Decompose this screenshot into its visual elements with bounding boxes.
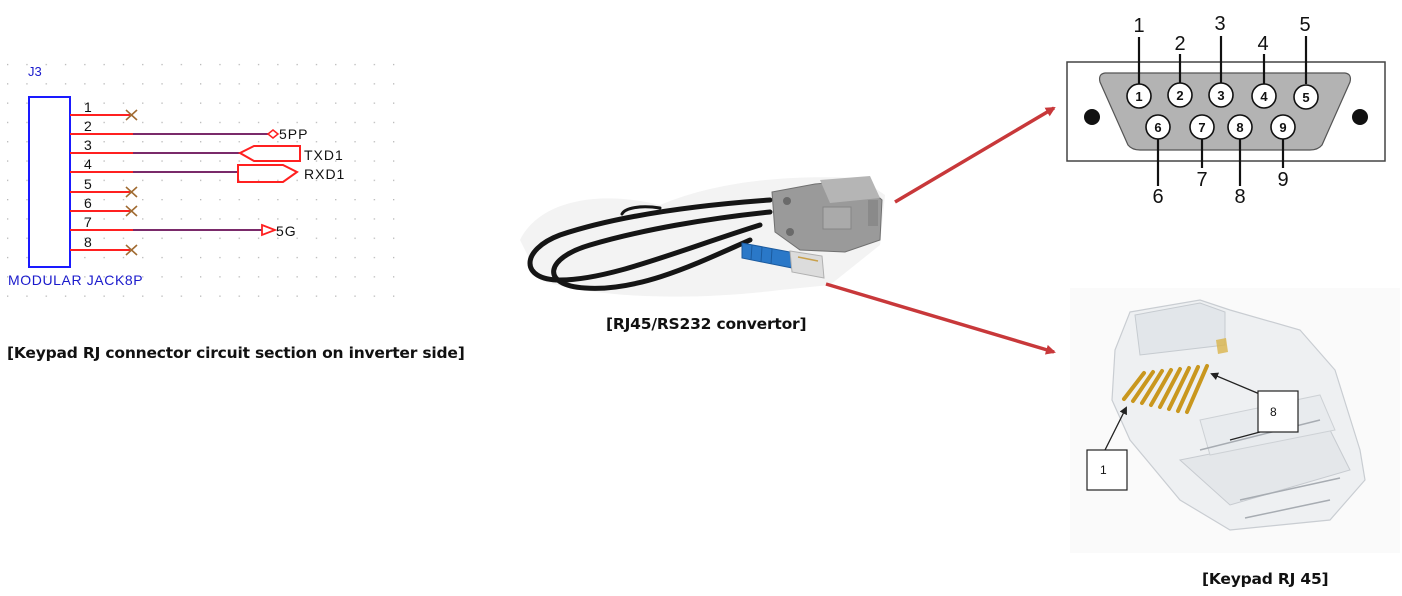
db9-label-4: 4 — [1257, 33, 1268, 55]
cable-illustration — [520, 176, 885, 297]
power-symbol — [266, 129, 280, 139]
svg-text:2: 2 — [1176, 88, 1183, 103]
db9-label-1: 1 — [1133, 15, 1144, 37]
converter-cable-image — [505, 165, 895, 305]
db9-label-6: 6 — [1152, 186, 1163, 208]
cable-caption: [RJ45/RS232 convertor] — [606, 315, 807, 333]
svg-text:5: 5 — [1302, 90, 1309, 105]
svg-text:2: 2 — [84, 118, 92, 134]
db9-label-9: 9 — [1277, 169, 1288, 191]
pin8-callout-label: 8 — [1270, 405, 1277, 419]
svg-text:6: 6 — [84, 195, 92, 211]
db9-label-5: 5 — [1299, 14, 1310, 36]
db9-hood — [771, 176, 883, 253]
pin8-callout-box — [1257, 390, 1299, 433]
net-label-rxd1: RXD1 — [304, 166, 345, 182]
ground-symbol — [261, 223, 278, 237]
txd-port-symbol — [237, 145, 301, 162]
db9-pinout: 1 2 3 4 5 6 7 8 9 1 2 3 4 5 6 7 8 9 — [1060, 0, 1402, 215]
svg-text:6: 6 — [1154, 120, 1161, 135]
svg-text:9: 9 — [1279, 120, 1286, 135]
net-label-5g: 5G — [276, 223, 297, 239]
db9-diagram: 1 2 3 4 5 6 7 8 9 1 2 3 4 5 6 7 8 9 — [1066, 13, 1386, 208]
rj45-caption: [Keypad RJ 45] — [1202, 570, 1329, 588]
db9-label-3: 3 — [1214, 13, 1225, 35]
svg-text:8: 8 — [1236, 120, 1243, 135]
rj45-plug-image: 1 8 — [1070, 288, 1400, 553]
svg-text:7: 7 — [84, 214, 92, 230]
jack-body — [28, 96, 71, 268]
arrow-to-db9 — [894, 106, 1056, 204]
pin1-callout-box — [1086, 449, 1128, 491]
schematic-drawing: J3 — [0, 50, 400, 300]
arrow-to-rj45 — [825, 282, 1056, 355]
part-name: MODULAR JACK8P — [8, 272, 143, 288]
db9-label-2: 2 — [1174, 33, 1185, 55]
svg-text:4: 4 — [1260, 89, 1268, 104]
svg-text:1: 1 — [1135, 89, 1142, 104]
no-connect-markers — [125, 109, 138, 256]
svg-text:3: 3 — [84, 137, 92, 153]
db9-label-8: 8 — [1234, 186, 1245, 208]
svg-text:5: 5 — [84, 176, 92, 192]
pin1-callout-label: 1 — [1100, 463, 1107, 477]
rj45-illustration: 1 8 — [1070, 288, 1400, 553]
net-label-5pp: 5PP — [279, 126, 308, 142]
svg-text:1: 1 — [84, 99, 92, 115]
db9-label-7: 7 — [1196, 169, 1207, 191]
net-label-txd1: TXD1 — [304, 147, 344, 163]
svg-text:7: 7 — [1198, 120, 1205, 135]
rxd-port-symbol — [237, 164, 299, 183]
mount-hole-left — [1084, 109, 1100, 125]
svg-text:4: 4 — [84, 156, 92, 172]
schematic-caption: [Keypad RJ connector circuit section on … — [7, 344, 465, 362]
svg-text:3: 3 — [1217, 88, 1224, 103]
mount-hole-right — [1352, 109, 1368, 125]
svg-text:8: 8 — [84, 234, 92, 250]
schematic-j3: J3 — [0, 50, 400, 300]
ref-designator: J3 — [28, 64, 42, 79]
